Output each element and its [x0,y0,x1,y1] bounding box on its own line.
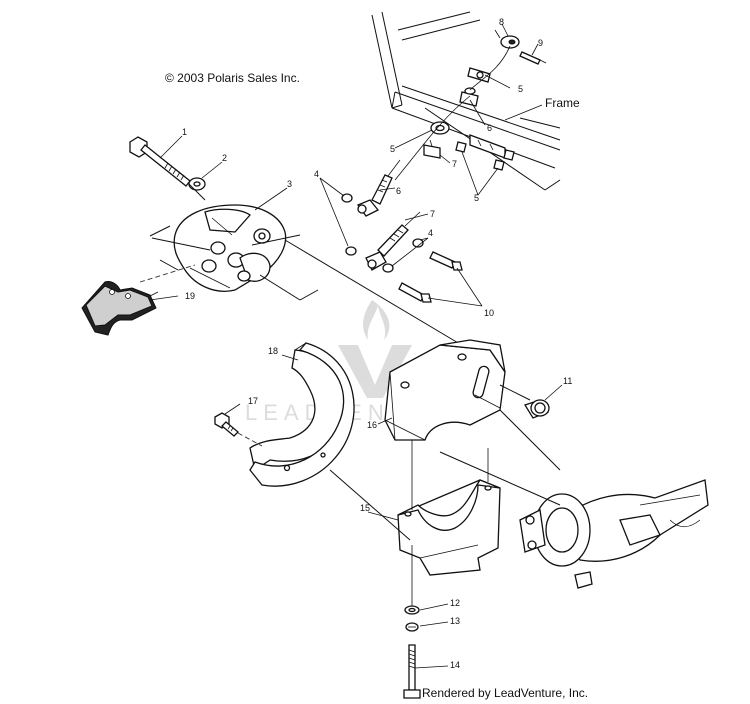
callout-6a: 6 [487,123,492,133]
callout-13: 13 [450,616,460,626]
cable-clamp-8 [494,29,520,49]
caliper-clamp-15 [397,479,501,576]
callout-7a: 7 [452,159,457,169]
brake-caliper-3 [173,204,287,292]
callout-5a: 5 [518,84,523,94]
callout-numbers: 1 2 3 4 4 5 5 5 6 6 7 7 8 9 10 11 12 13 … [182,17,572,670]
callout-12: 12 [450,598,460,608]
washer-2 [188,177,206,191]
washers-4-upper [341,193,357,256]
bolt-1 [129,136,191,187]
callout-6b: 6 [396,186,401,196]
grommet-5-left [430,121,450,135]
cable-clip-5-top [467,67,491,83]
frame-leader [504,104,543,121]
cable-routing [394,95,471,181]
callout-5b: 5 [390,144,395,154]
bolts-10 [398,251,463,303]
leader-lines [149,23,563,669]
callout-3: 3 [287,179,292,189]
callout-7b: 7 [430,209,435,219]
callout-4b: 4 [428,228,433,238]
lock-washer-13 [405,622,419,632]
screw-9 [519,51,547,65]
screw-17 [214,412,239,437]
cable-clip-6-top [459,87,479,107]
clip-7-frame [423,139,441,159]
callout-8: 8 [499,17,504,27]
callout-2: 2 [222,153,227,163]
frame-structure [371,11,561,191]
brake-disc-18 [249,342,355,487]
washer-12 [404,605,420,615]
clips-5-right [455,141,515,171]
callout-18: 18 [268,346,278,356]
copyright-text: © 2003 Polaris Sales Inc. [165,71,300,85]
mounting-bracket-16 [384,339,506,441]
callout-15: 15 [360,503,370,513]
callout-11: 11 [563,376,572,386]
callout-1: 1 [182,127,187,137]
brake-pad-19 [81,281,159,336]
bushing-11 [524,399,550,419]
callout-14: 14 [450,660,460,670]
callout-4a: 4 [314,169,319,179]
callout-16: 16 [367,420,377,430]
cable-end-7 [365,211,421,271]
frame-label: Frame [545,96,580,110]
watermark-logo [338,300,412,398]
callout-19: 19 [185,291,195,301]
callout-5c: 5 [474,193,479,203]
bolt-14 [403,644,421,699]
rear-axle-housing [519,479,709,589]
footer-credit: Rendered by LeadVenture, Inc. [422,686,588,700]
callout-10: 10 [484,308,494,318]
washers-4-lower [382,238,424,273]
callout-17: 17 [248,396,258,406]
callout-9: 9 [538,38,543,48]
